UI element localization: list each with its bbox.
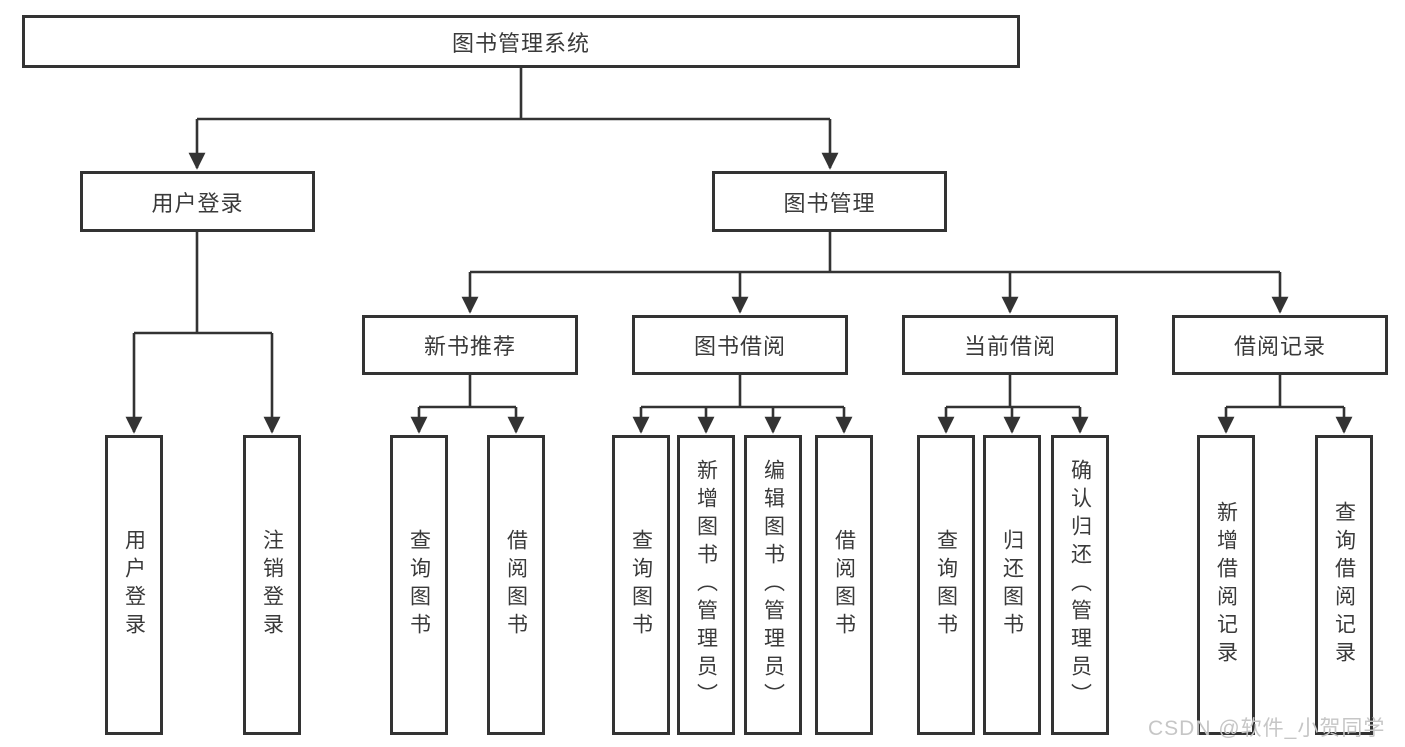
node-book-borrowing-label: 图书借阅	[693, 334, 786, 359]
node-current-borrowing: 当前借阅	[902, 315, 1118, 375]
connector-root-to-level2	[188, 68, 839, 170]
node-book-borrowing: 图书借阅	[632, 315, 848, 375]
connector-bookmgmt-to-level3	[461, 232, 1289, 314]
leaf-add-books-admin: 新增图书（管理员）	[677, 435, 735, 735]
connector-newbooks-to-children	[410, 375, 525, 434]
node-borrowing-records-label: 借阅记录	[1233, 334, 1326, 359]
node-library-management-system-label: 图书管理系统	[451, 30, 590, 56]
leaf-newbooks-borrow-books-label: 借阅图书	[504, 529, 528, 641]
leaf-newbooks-query-books-label: 查询图书	[407, 529, 431, 641]
node-new-book-recommendation: 新书推荐	[362, 315, 578, 375]
connector-records-to-children	[1217, 375, 1353, 434]
leaf-add-borrow-record: 新增借阅记录	[1197, 435, 1255, 735]
leaf-logout: 注销登录	[243, 435, 301, 735]
leaf-borrow-query-books: 查询图书	[612, 435, 670, 735]
node-user-login: 用户登录	[80, 171, 315, 232]
leaf-logout-label: 注销登录	[260, 529, 284, 641]
leaf-current-query-books: 查询图书	[917, 435, 975, 735]
leaf-add-borrow-record-label: 新增借阅记录	[1214, 501, 1238, 669]
leaf-query-borrow-record: 查询借阅记录	[1315, 435, 1373, 735]
node-book-management: 图书管理	[712, 171, 947, 232]
watermark: CSDN @软件_小贺同学	[1148, 717, 1386, 740]
node-book-management-label: 图书管理	[783, 190, 876, 216]
leaf-user-login: 用户登录	[105, 435, 163, 735]
leaf-confirm-return-admin: 确认归还（管理员）	[1051, 435, 1109, 735]
leaf-current-query-books-label: 查询图书	[934, 529, 958, 641]
leaf-newbooks-borrow-books: 借阅图书	[487, 435, 545, 735]
connector-current-to-children	[937, 375, 1089, 434]
leaf-return-books-label: 归还图书	[1000, 529, 1024, 641]
leaf-borrow-books-label: 借阅图书	[832, 529, 856, 641]
node-current-borrowing-label: 当前借阅	[963, 334, 1056, 359]
connector-login-to-children	[125, 232, 281, 434]
leaf-newbooks-query-books: 查询图书	[390, 435, 448, 735]
leaf-confirm-return-admin-label: 确认归还（管理员）	[1068, 459, 1092, 711]
connector-borrow-to-children	[632, 375, 853, 434]
leaf-query-borrow-record-label: 查询借阅记录	[1332, 501, 1356, 669]
leaf-user-login-label: 用户登录	[122, 529, 146, 641]
leaf-return-books: 归还图书	[983, 435, 1041, 735]
node-new-book-recommendation-label: 新书推荐	[423, 334, 516, 359]
leaf-borrow-books: 借阅图书	[815, 435, 873, 735]
leaf-edit-books-admin: 编辑图书（管理员）	[744, 435, 802, 735]
node-library-management-system: 图书管理系统	[22, 15, 1020, 68]
leaf-add-books-admin-label: 新增图书（管理员）	[694, 459, 718, 711]
node-user-login-label: 用户登录	[151, 190, 244, 216]
leaf-borrow-query-books-label: 查询图书	[629, 529, 653, 641]
node-borrowing-records: 借阅记录	[1172, 315, 1388, 375]
leaf-edit-books-admin-label: 编辑图书（管理员）	[761, 459, 785, 711]
